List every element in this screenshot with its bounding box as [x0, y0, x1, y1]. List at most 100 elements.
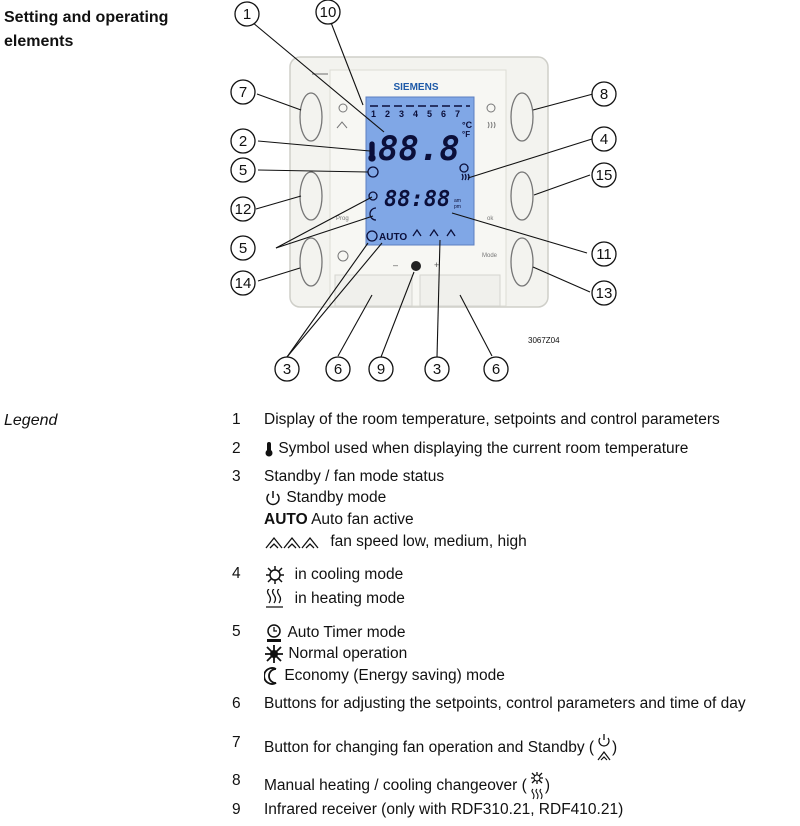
legend-number: 7	[232, 734, 241, 751]
lcd-day-number: 7	[455, 109, 460, 119]
callout-12: 12	[230, 196, 256, 222]
fan-speed-icons	[265, 536, 319, 549]
callout-2: 2	[230, 128, 256, 154]
callout-label: 1	[243, 6, 251, 23]
legend-subtext: in heating mode	[294, 590, 405, 608]
minus-label: –	[393, 260, 398, 270]
legend-subtext: Economy (Energy saving) mode	[284, 667, 505, 685]
lcd-fan-speed-icons	[412, 228, 456, 237]
brand-logo: SIEMENS	[393, 82, 438, 93]
callout-label: 6	[492, 361, 500, 378]
lcd-screen	[365, 96, 475, 246]
legend-number: 6	[232, 695, 241, 712]
legend-text: Manual heating / cooling changeover (	[264, 777, 527, 795]
callout-label: 2	[239, 133, 247, 150]
callout-7: 7	[230, 79, 256, 105]
callout-label: 3	[283, 361, 291, 378]
unit-fahrenheit: °F	[462, 130, 470, 139]
ok-button	[510, 171, 534, 221]
lcd-day-number: 1	[371, 109, 376, 119]
section-heading: Setting and operating elements	[4, 6, 204, 54]
callout-9: 9	[368, 356, 394, 382]
sun-icon	[265, 645, 283, 663]
callout-3: 3	[274, 356, 300, 382]
cooling-icon	[266, 566, 284, 584]
callout-label: 15	[596, 167, 613, 184]
callout-10: 10	[315, 0, 341, 25]
unit-celsius: °C	[462, 120, 473, 130]
legend-number: 9	[232, 801, 241, 818]
callout-label: 4	[600, 131, 608, 148]
part-code: 3067Z04	[528, 336, 560, 345]
infrared-receiver-icon	[411, 261, 421, 271]
lcd-sun-icon	[368, 191, 378, 201]
lcd-cooling-icon	[459, 163, 469, 173]
timer-icon	[337, 250, 349, 262]
legend-subtext: Standby mode	[286, 489, 387, 507]
callout-label: 5	[239, 240, 247, 257]
lcd-day-number: 2	[385, 109, 390, 119]
legend-text: Symbol used when displaying the current …	[278, 440, 689, 457]
callout-label: 12	[235, 201, 252, 218]
moon-icon	[264, 667, 277, 685]
cooling-heating-icon	[530, 772, 543, 800]
callout-6: 6	[483, 356, 509, 382]
prog-button	[299, 171, 323, 221]
plus-button	[419, 274, 501, 307]
lcd-auto: AUTO	[379, 232, 407, 243]
callout-label: 7	[239, 84, 247, 101]
callout-8: 8	[591, 81, 617, 107]
legend-subtext: fan speed low, medium, high	[330, 533, 527, 551]
lcd-temperature-readout: 88.8	[378, 129, 460, 169]
heating-icon	[266, 589, 283, 608]
legend-text: Button for changing fan operation and St…	[264, 739, 595, 757]
lcd-time-readout: 88:88	[384, 187, 450, 212]
prog-label: Prog	[336, 216, 349, 222]
lcd-heating-icon	[461, 173, 470, 181]
legend-text: Buttons for adjusting the setpoints, con…	[264, 695, 746, 712]
legend-close-paren: )	[612, 739, 618, 757]
minus-button	[334, 274, 413, 307]
legend-subtext: Normal operation	[288, 645, 408, 663]
standby-icon	[266, 491, 280, 506]
callout-3: 3	[424, 356, 450, 382]
mode-button	[510, 237, 534, 287]
callout-label: 6	[334, 361, 342, 378]
cooling-icon	[486, 103, 496, 113]
legend-number: 3	[232, 468, 241, 485]
auto-label: AUTO	[264, 511, 308, 528]
callout-label: 10	[320, 4, 337, 21]
legend-text: Display of the room temperature, setpoin…	[264, 411, 720, 428]
heating-icon	[487, 121, 496, 129]
legend-subtext: Auto Timer mode	[287, 624, 406, 642]
legend-number: 4	[232, 565, 241, 582]
lcd-pm: pm	[454, 204, 461, 210]
legend-text: Standby / fan mode status	[264, 468, 445, 485]
legend-number: 5	[232, 623, 241, 640]
legend-number: 2	[232, 440, 241, 457]
auto-timer-icon	[267, 624, 281, 642]
thermometer-icon	[265, 441, 273, 457]
callout-13: 13	[591, 280, 617, 306]
lcd-day-number: 6	[441, 109, 446, 119]
legend-text: Infrared receiver (only with RDF310.21, …	[264, 801, 624, 818]
standby-fan-icon	[597, 734, 611, 761]
mode-label: Mode	[482, 253, 498, 259]
callout-label: 13	[596, 285, 613, 302]
legend-subtext: Auto fan active	[311, 511, 414, 528]
callout-15: 15	[591, 162, 617, 188]
callout-label: 3	[433, 361, 441, 378]
callout-label: 9	[377, 361, 385, 378]
fan-icon	[336, 121, 348, 129]
lcd-am: am	[454, 198, 461, 204]
timer-button	[299, 237, 323, 287]
legend-subtext: in cooling mode	[294, 566, 404, 584]
lcd-day-number: 4	[413, 109, 418, 119]
callout-label: 5	[239, 162, 247, 179]
standby-icon	[338, 103, 348, 113]
lcd-thermometer-icon	[369, 141, 375, 157]
heat-cool-changeover-button	[510, 92, 534, 142]
legend-close-paren: )	[544, 777, 550, 795]
heading-line-1: Setting and operating	[4, 9, 169, 26]
